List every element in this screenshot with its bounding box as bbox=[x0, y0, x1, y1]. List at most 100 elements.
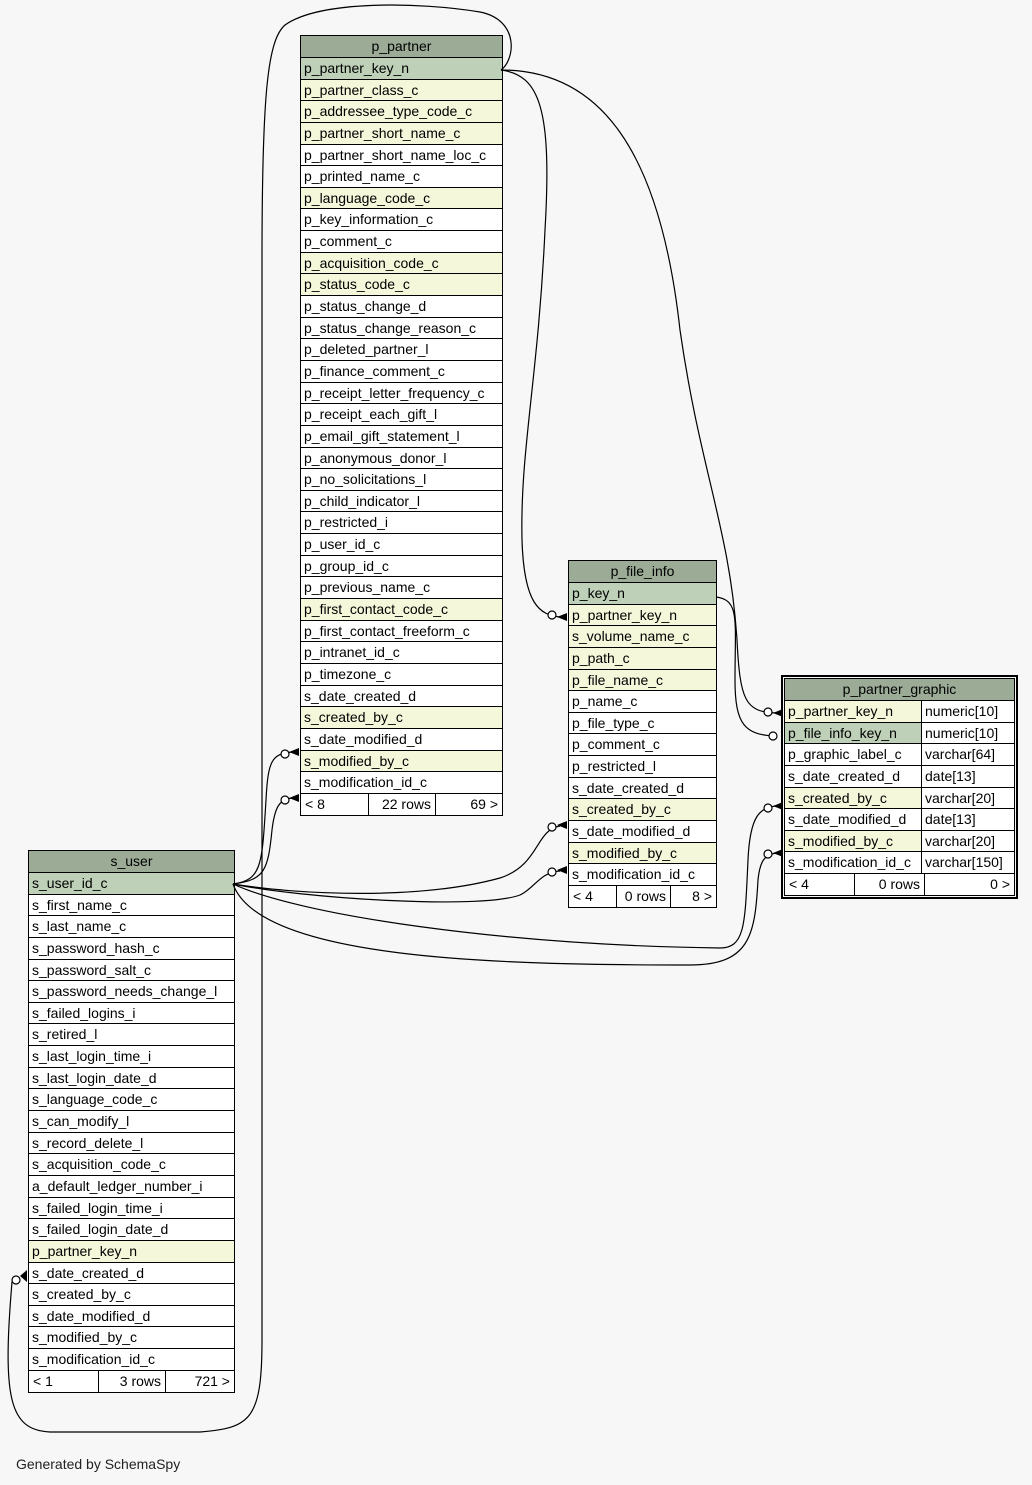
children-count[interactable]: 721 > bbox=[194, 1372, 230, 1389]
children-count[interactable]: 0 > bbox=[990, 876, 1010, 893]
column-row[interactable]: p_partner_key_n bbox=[569, 604, 716, 627]
column-row[interactable]: p_status_code_c bbox=[301, 274, 502, 297]
column-row[interactable]: s_modified_by_c bbox=[29, 1327, 234, 1350]
children-count[interactable]: 8 > bbox=[692, 887, 712, 904]
column-name: p_acquisition_code_c bbox=[304, 254, 439, 271]
column-row[interactable]: s_date_modified_d bbox=[29, 1306, 234, 1328]
column-row[interactable]: p_language_code_c bbox=[301, 187, 502, 210]
column-row[interactable]: p_first_contact_code_c bbox=[301, 599, 502, 621]
column-row[interactable]: s_password_needs_change_l bbox=[29, 981, 234, 1003]
column-row[interactable]: s_acquisition_code_c bbox=[29, 1154, 234, 1176]
column-row[interactable]: p_previous_name_c bbox=[301, 577, 502, 600]
column-row[interactable]: p_key_n bbox=[569, 583, 716, 605]
column-row[interactable]: s_date_modified_d bbox=[301, 729, 502, 751]
column-row[interactable]: s_failed_login_time_i bbox=[29, 1198, 234, 1220]
table-title[interactable]: p_partner_graphic bbox=[785, 679, 1014, 701]
column-row[interactable]: s_record_delete_l bbox=[29, 1133, 234, 1155]
table-title[interactable]: p_partner bbox=[301, 36, 502, 58]
column-row[interactable]: p_printed_name_c bbox=[301, 166, 502, 188]
column-row[interactable]: p_user_id_c bbox=[301, 534, 502, 556]
column-row[interactable]: p_first_contact_freeform_c bbox=[301, 621, 502, 643]
column-row[interactable]: s_modified_by_c bbox=[569, 842, 716, 865]
column-name: p_file_info_key_n bbox=[788, 724, 897, 741]
row-count: 3 rows bbox=[99, 1370, 166, 1392]
column-row[interactable]: p_file_type_c bbox=[569, 713, 716, 735]
column-row[interactable]: s_modification_id_c bbox=[301, 772, 502, 794]
column-row[interactable]: p_partner_key_n bbox=[301, 58, 502, 80]
column-row[interactable]: s_date_modified_d bbox=[569, 821, 716, 843]
column-row[interactable]: s_date_created_d bbox=[301, 686, 502, 708]
column-row[interactable]: p_partner_class_c bbox=[301, 79, 502, 102]
column-row[interactable]: p_receipt_letter_frequency_c bbox=[301, 383, 502, 405]
column-row[interactable]: p_partner_key_n bbox=[29, 1240, 234, 1263]
column-row[interactable]: a_default_ledger_number_i bbox=[29, 1176, 234, 1198]
column-row[interactable]: p_path_c bbox=[569, 647, 716, 670]
column-row[interactable]: s_date_created_d bbox=[569, 778, 716, 800]
table-title[interactable]: s_user bbox=[29, 851, 234, 873]
parents-count[interactable]: < 8 bbox=[301, 793, 369, 815]
column-row[interactable]: p_timezone_c bbox=[301, 664, 502, 686]
column-row[interactable]: s_last_login_time_i bbox=[29, 1046, 234, 1068]
parents-count[interactable]: < 4 bbox=[569, 885, 617, 907]
parents-count[interactable]: < 4 bbox=[785, 874, 855, 896]
column-row[interactable]: p_no_solicitations_l bbox=[301, 469, 502, 491]
crows-foot-marker bbox=[773, 849, 783, 857]
column-row[interactable]: p_comment_c bbox=[569, 734, 716, 757]
column-row[interactable]: p_restricted_i bbox=[301, 512, 502, 535]
column-row[interactable]: p_comment_c bbox=[301, 231, 502, 253]
column-row[interactable]: s_created_by_c bbox=[29, 1284, 234, 1306]
column-row[interactable]: s_modification_id_c bbox=[569, 864, 716, 886]
parents-count[interactable]: < 1 bbox=[29, 1370, 99, 1392]
column-row[interactable]: s_last_login_date_d bbox=[29, 1068, 234, 1090]
column-row[interactable]: p_restricted_l bbox=[569, 756, 716, 778]
table-title[interactable]: p_file_info bbox=[569, 561, 716, 583]
column-row[interactable]: s_date_created_d bbox=[29, 1263, 234, 1285]
column-row[interactable]: p_finance_comment_c bbox=[301, 361, 502, 383]
column-row[interactable]: p_file_name_c bbox=[569, 669, 716, 692]
column-row[interactable]: s_can_modify_l bbox=[29, 1111, 234, 1133]
column-row[interactable]: s_last_name_c bbox=[29, 916, 234, 938]
column-row[interactable]: p_key_information_c bbox=[301, 209, 502, 232]
column-row[interactable]: p_anonymous_donor_l bbox=[301, 448, 502, 470]
column-row[interactable]: s_failed_logins_i bbox=[29, 1003, 234, 1025]
column-row[interactable]: p_group_id_c bbox=[301, 556, 502, 578]
column-row[interactable]: s_created_by_c bbox=[301, 707, 502, 729]
column-row[interactable]: p_partner_short_name_c bbox=[301, 122, 502, 145]
column-row[interactable]: s_volume_name_c bbox=[569, 626, 716, 648]
column-row[interactable]: p_child_indicator_l bbox=[301, 491, 502, 513]
column-row[interactable]: p_status_change_reason_c bbox=[301, 318, 502, 340]
column-row[interactable]: p_deleted_partner_l bbox=[301, 339, 502, 361]
column-row[interactable]: p_name_c bbox=[569, 691, 716, 713]
column-row[interactable]: p_status_change_d bbox=[301, 296, 502, 318]
column-row[interactable]: s_created_by_c bbox=[569, 799, 716, 822]
column-row[interactable]: p_partner_short_name_loc_c bbox=[301, 145, 502, 167]
column-row[interactable]: p_receipt_each_gift_l bbox=[301, 404, 502, 426]
column-row[interactable]: s_password_hash_c bbox=[29, 938, 234, 960]
column-row[interactable]: p_intranet_id_c bbox=[301, 642, 502, 664]
column-row[interactable]: s_retired_l bbox=[29, 1024, 234, 1047]
column-row[interactable]: p_email_gift_statement_l bbox=[301, 426, 502, 448]
column-name: p_comment_c bbox=[304, 233, 392, 250]
column-row[interactable]: s_modified_by_c bbox=[301, 750, 502, 773]
column-row[interactable]: s_password_salt_c bbox=[29, 960, 234, 982]
column-row[interactable]: s_first_name_c bbox=[29, 895, 234, 917]
column-row[interactable]: s_failed_login_date_d bbox=[29, 1219, 234, 1241]
column-row[interactable]: s_language_code_c bbox=[29, 1089, 234, 1112]
children-count[interactable]: 69 > bbox=[470, 795, 498, 812]
column-row[interactable]: s_user_id_c bbox=[29, 873, 234, 895]
column-row[interactable]: p_addressee_type_code_c bbox=[301, 101, 502, 123]
column-row[interactable]: p_acquisition_code_c bbox=[301, 252, 502, 275]
column-row[interactable]: s_modification_id_c bbox=[29, 1349, 234, 1371]
